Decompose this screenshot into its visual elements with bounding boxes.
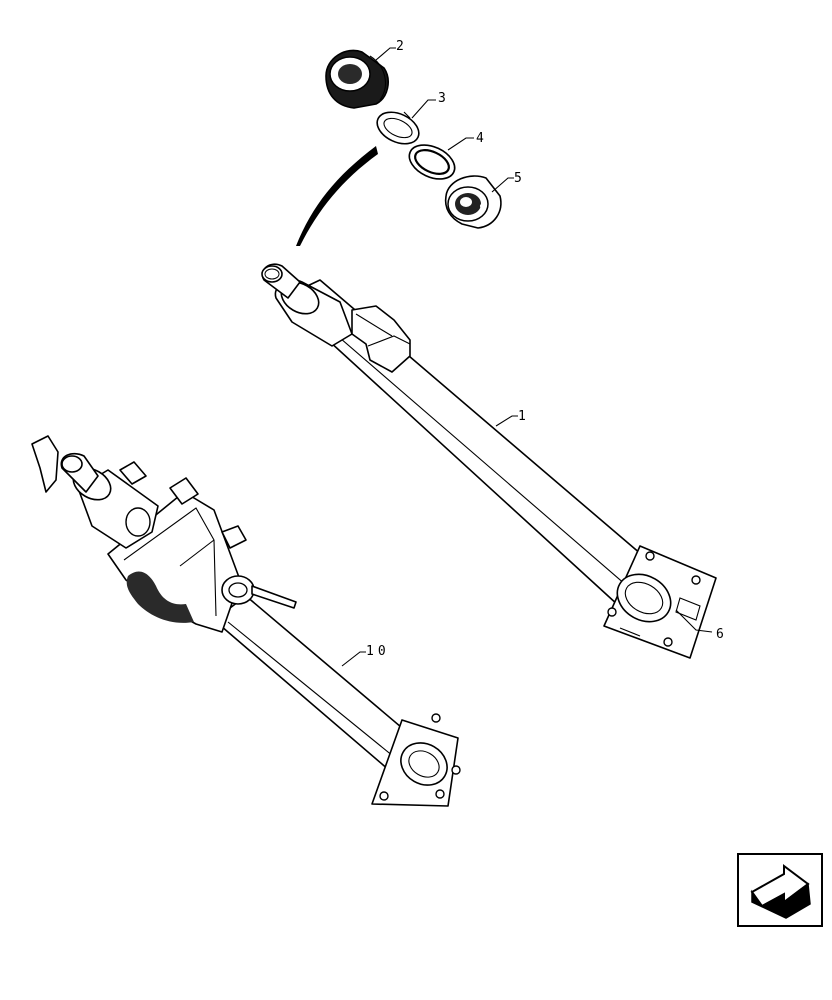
callout-10: 10: [366, 644, 390, 659]
assembly-direction-arrow: [296, 146, 378, 246]
callout-2: 2: [396, 39, 404, 54]
callout-6: 6: [716, 627, 724, 642]
part-1-column-tube: [261, 263, 717, 659]
callout-1: 1: [518, 409, 526, 424]
callout-3: 3: [438, 91, 446, 106]
part-5-bearing: [444, 175, 502, 229]
part-10-column-assembly: [31, 435, 461, 807]
part-2-bushing: [325, 49, 389, 109]
callout-5: 5: [514, 171, 522, 186]
part-4-spring-ring: [408, 144, 456, 180]
part-3-split-ring: [376, 111, 420, 145]
next-page-arrow-icon[interactable]: [737, 853, 823, 927]
callout-4: 4: [476, 131, 484, 146]
callout-labels: 2 3 4 5 1 6 10: [341, 39, 724, 667]
